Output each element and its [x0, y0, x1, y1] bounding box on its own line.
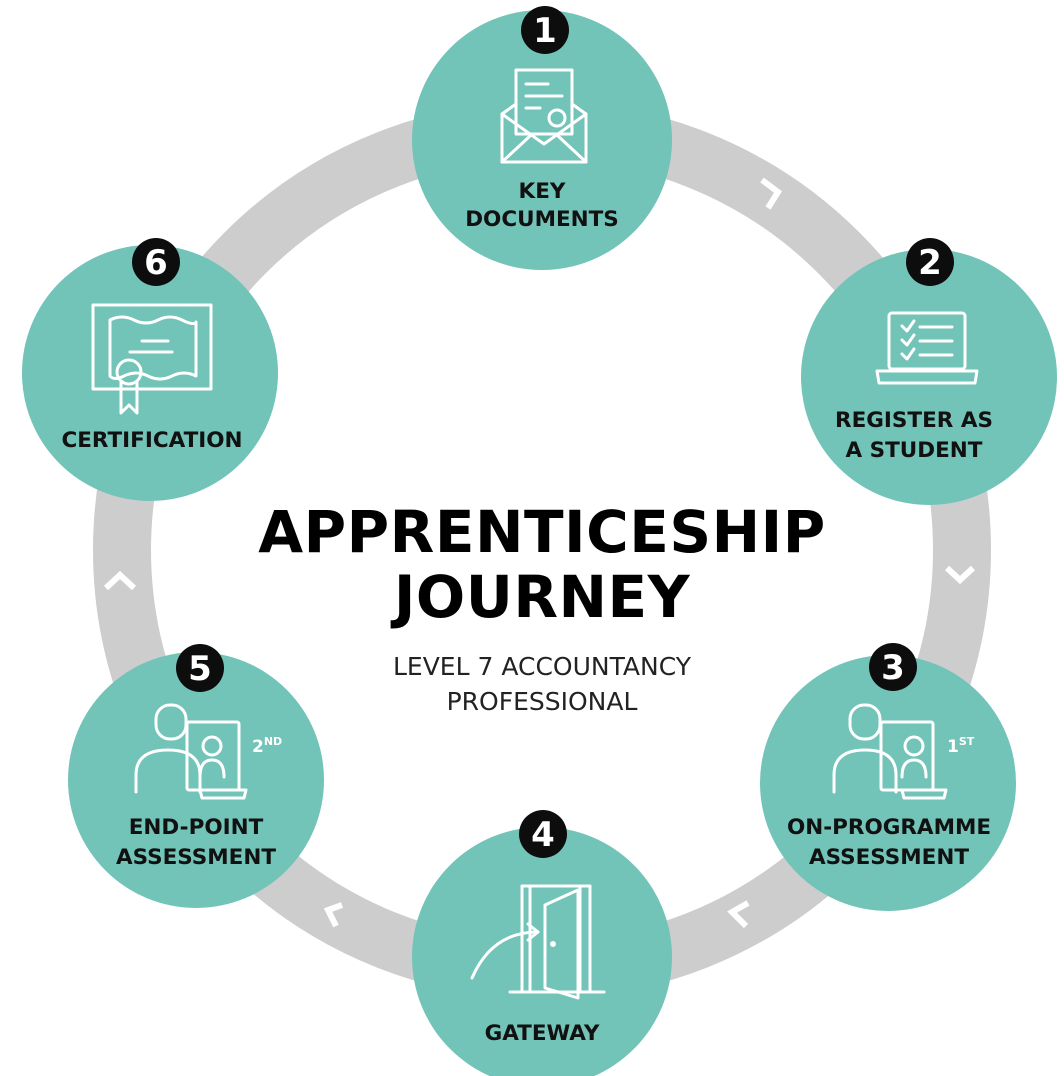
step-2-circle — [801, 249, 1057, 505]
step-3-circle — [760, 655, 1016, 911]
step-3-label-line-2: ASSESSMENT — [809, 845, 969, 870]
title-line-2: JOURNEY — [390, 563, 691, 631]
title-line-1: APPRENTICESHIP — [258, 498, 825, 566]
step-5-number: 5 — [188, 649, 212, 689]
step-3-on-programme-assessment: 1ST ON-PROGRAMME ASSESSMENT 3 — [760, 643, 1016, 911]
video-call-assessment-icon — [134, 703, 248, 800]
step-1-circle — [412, 10, 672, 270]
step-1-label-line-1: KEY — [519, 179, 566, 204]
chevron-1-to-2 — [760, 177, 783, 210]
step-5-ordinal: 2ND — [252, 735, 282, 757]
step-5-label-line-1: END-POINT — [129, 815, 264, 840]
step-4-badge — [519, 810, 567, 858]
step-6-circle — [22, 245, 278, 501]
chevron-4-to-5 — [323, 902, 344, 928]
open-door-arrow-icon — [470, 884, 606, 1000]
certificate-ribbon-icon — [91, 303, 213, 415]
step-1-badge — [521, 6, 569, 54]
chevron-2-to-3 — [944, 565, 976, 585]
step-6-certification: CERTIFICATION 6 — [22, 238, 278, 501]
step-3-ordinal: 1ST — [947, 735, 975, 757]
video-call-assessment-icon — [832, 703, 948, 800]
step-2-register-as-student: REGISTER AS A STUDENT 2 — [801, 238, 1057, 505]
step-2-label-line-2: A STUDENT — [846, 438, 983, 463]
document-envelope-icon — [500, 68, 588, 164]
step-5-end-point-assessment: 2ND END-POINT ASSESSMENT 5 — [68, 644, 324, 908]
step-4-number: 4 — [531, 815, 555, 855]
chevron-5-to-6 — [103, 570, 137, 591]
step-4-circle — [412, 827, 672, 1076]
step-3-number: 3 — [881, 648, 905, 688]
subtitle-line-2: PROFESSIONAL — [447, 687, 638, 716]
step-5-circle — [68, 652, 324, 908]
step-6-label: CERTIFICATION — [61, 428, 242, 453]
step-5-badge — [176, 644, 224, 692]
laptop-checklist-icon — [875, 311, 979, 385]
subtitle-line-1: LEVEL 7 ACCOUNTANCY — [393, 652, 692, 681]
step-2-badge — [906, 238, 954, 286]
step-3-label-line-1: ON-PROGRAMME — [787, 815, 991, 840]
step-6-number: 6 — [144, 243, 168, 283]
step-2-label-line-1: REGISTER AS — [835, 408, 993, 433]
step-2-number: 2 — [918, 243, 942, 283]
step-1-number: 1 — [533, 11, 557, 51]
step-3-badge — [869, 643, 917, 691]
step-5-label-line-2: ASSESSMENT — [116, 845, 276, 870]
step-1-key-documents: KEY DOCUMENTS 1 — [412, 6, 672, 270]
step-1-label-line-2: DOCUMENTS — [465, 207, 619, 232]
chevron-3-to-4 — [727, 900, 750, 929]
step-6-badge — [132, 238, 180, 286]
step-4-label: GATEWAY — [485, 1021, 600, 1046]
step-4-gateway: GATEWAY 4 — [412, 810, 672, 1076]
